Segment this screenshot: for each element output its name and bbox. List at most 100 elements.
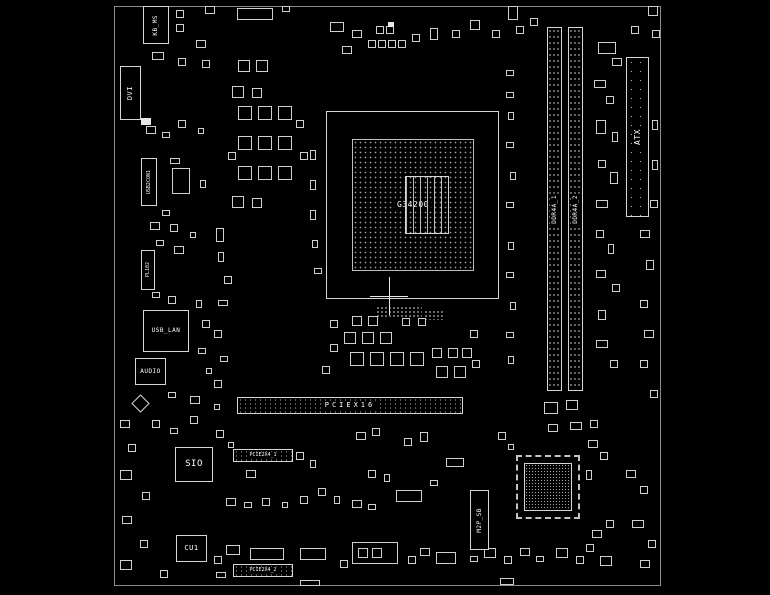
- component: [376, 306, 422, 318]
- component: [606, 520, 614, 528]
- component: [576, 556, 584, 564]
- component: [300, 496, 308, 504]
- component: [216, 228, 224, 242]
- component: [160, 570, 168, 578]
- pl102-connector: PL102: [141, 250, 155, 290]
- component: [206, 368, 212, 374]
- usb-header: USB2CON1: [141, 158, 157, 206]
- audio-connector: AUDIO: [135, 358, 166, 385]
- kb-ms-connector: KB_MS: [143, 6, 169, 44]
- component: [152, 292, 160, 298]
- pl102-label: PL102: [144, 262, 151, 278]
- component: [396, 490, 422, 502]
- dimm-slot-1: DDR4A_1: [547, 27, 562, 391]
- component: [368, 40, 376, 48]
- cu1-chip: CU1: [176, 535, 207, 562]
- component: [506, 70, 514, 76]
- component: [424, 310, 444, 320]
- component: [150, 222, 160, 230]
- component: [190, 396, 200, 404]
- component: [612, 132, 618, 142]
- component: [170, 428, 178, 434]
- component: [412, 34, 420, 42]
- component: [252, 198, 262, 208]
- component: [226, 498, 236, 506]
- component: [152, 420, 160, 428]
- pciex16-label: PCIEX16: [322, 401, 378, 410]
- component: [278, 106, 292, 120]
- kb-ms-label: KB_MS: [152, 14, 159, 36]
- component: [318, 488, 326, 496]
- component: [376, 26, 384, 34]
- component: [218, 300, 228, 306]
- component: [600, 452, 608, 460]
- component: [238, 60, 250, 72]
- pciex16-slot: PCIEX16: [237, 397, 463, 414]
- dvi-connector: DVI: [120, 66, 141, 120]
- component: [446, 458, 464, 467]
- component: [596, 340, 608, 348]
- component: [152, 52, 164, 60]
- component: [594, 80, 606, 88]
- component: [220, 356, 228, 362]
- component: [352, 500, 362, 508]
- component: [156, 240, 164, 246]
- component: [334, 496, 340, 504]
- component: [168, 296, 176, 304]
- pcie-x4-slot-1-label: PCIE2X4_1: [247, 452, 279, 459]
- component: [420, 548, 430, 556]
- component: [174, 246, 184, 254]
- component: [216, 572, 226, 578]
- component: [356, 432, 366, 440]
- component: [588, 440, 598, 448]
- component: [278, 166, 292, 180]
- component: [390, 352, 404, 366]
- component: [508, 242, 514, 250]
- component: [314, 268, 322, 274]
- component: [612, 58, 622, 66]
- component: [596, 230, 604, 238]
- component: [612, 284, 620, 292]
- component: [452, 30, 460, 38]
- component: [162, 132, 170, 138]
- component: [650, 200, 658, 208]
- component: [652, 120, 658, 130]
- component: [510, 302, 516, 310]
- component: [322, 366, 330, 374]
- component: [484, 548, 496, 558]
- component: [606, 96, 614, 104]
- component: [205, 6, 215, 14]
- component: [246, 470, 256, 478]
- component: [631, 26, 639, 34]
- component: [216, 430, 224, 438]
- component: [508, 444, 514, 450]
- component: [508, 356, 514, 364]
- pcie-x4-slot-2-label: PCIE2X4_2: [247, 567, 279, 574]
- component: [596, 270, 606, 278]
- component: [384, 474, 390, 482]
- component: [232, 86, 244, 98]
- component: [410, 352, 424, 366]
- component: [506, 332, 514, 338]
- component: [176, 10, 184, 18]
- component: [566, 400, 578, 410]
- component: [398, 40, 406, 48]
- usb-header-label: USB2CON1: [145, 169, 152, 195]
- component: [598, 160, 606, 168]
- component: [282, 502, 288, 508]
- component: [296, 120, 304, 128]
- crosshair-v: [389, 277, 390, 315]
- component: [330, 320, 338, 328]
- component: [214, 556, 222, 564]
- component: [168, 392, 176, 398]
- component: [626, 470, 636, 478]
- component: [238, 136, 252, 150]
- component: [352, 542, 398, 564]
- component: [640, 360, 648, 368]
- component: [352, 30, 362, 38]
- component: [310, 180, 316, 190]
- component: [506, 202, 514, 208]
- component: [408, 556, 416, 564]
- component: [596, 120, 606, 134]
- component: [200, 180, 206, 188]
